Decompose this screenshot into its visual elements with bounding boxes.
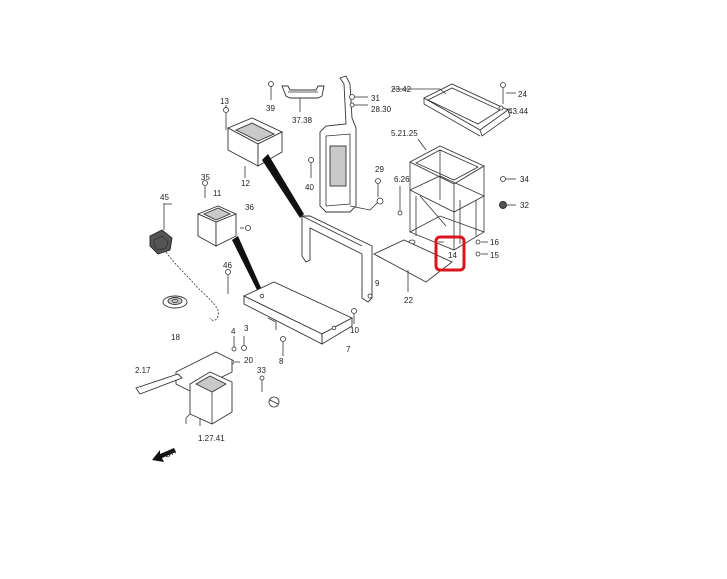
bolt-34 — [500, 176, 516, 182]
bolt-36 — [240, 225, 251, 231]
callout-24: 24 — [518, 90, 527, 99]
bolt-39 — [268, 81, 274, 100]
callout-3: 3 — [244, 324, 249, 333]
callout-43-44: 43.44 — [508, 107, 529, 116]
frame-5-21-25 — [409, 145, 485, 251]
callout-31: 31 — [371, 94, 380, 103]
bolt-13 — [223, 107, 229, 130]
direction-arrow-label: OH — [163, 446, 178, 459]
bolt-35 — [202, 180, 208, 198]
leader-lines — [164, 88, 516, 243]
bolt-29 — [375, 178, 381, 197]
callout-22: 22 — [404, 296, 413, 305]
bracket-37-38 — [281, 85, 325, 112]
bolt-46 — [225, 269, 231, 294]
callout-28-30: 28.30 — [371, 105, 392, 114]
callout-23-42: 23.42 — [391, 85, 412, 94]
callout-16: 16 — [490, 238, 499, 247]
box-11 — [196, 205, 238, 247]
bolt-15 — [475, 251, 488, 257]
callout-7: 7 — [346, 345, 351, 354]
direction-arrow-icon: OH — [152, 446, 178, 462]
callout-20: 20 — [244, 356, 253, 365]
bolt-16 — [475, 239, 488, 245]
callout-6-26: 6.26 — [394, 175, 410, 184]
board-7 — [242, 281, 354, 345]
callout-12: 12 — [241, 179, 250, 188]
callout-39: 39 — [266, 104, 275, 113]
callout-8: 8 — [279, 357, 284, 366]
callout-37-38: 37.38 — [292, 116, 313, 125]
bolt-28-30 — [349, 102, 368, 108]
callout-32: 32 — [520, 201, 529, 210]
callout-15: 15 — [490, 251, 499, 260]
bolt-6-26 — [397, 186, 403, 216]
plate-2-17 — [135, 373, 183, 395]
callout-18: 18 — [171, 333, 180, 342]
callout-35: 35 — [201, 173, 210, 182]
bolt-40 — [308, 157, 314, 178]
box-12 — [226, 117, 284, 178]
nut-32 — [499, 201, 516, 209]
callout-36: 36 — [245, 203, 254, 212]
cover-plate-23-42 — [423, 83, 511, 137]
callout-4: 4 — [231, 327, 236, 336]
callout-10: 10 — [350, 326, 359, 335]
bolt-8 — [280, 336, 286, 356]
callout-46: 46 — [223, 261, 232, 270]
bolt-31 — [349, 94, 368, 100]
mat-22 — [372, 239, 453, 292]
bolt-24 — [500, 82, 506, 104]
grommet-18 — [162, 295, 188, 309]
callout-14: 14 — [448, 251, 457, 260]
callout-labels: 13 39 37.38 31 28.30 23.42 24 43.44 5.21… — [135, 85, 529, 443]
callout-33: 33 — [257, 366, 266, 375]
callout-45: 45 — [160, 193, 169, 202]
bolt-3 — [241, 336, 247, 351]
bracket-9 — [301, 215, 373, 303]
bolt-4 — [231, 336, 237, 352]
callout-11: 11 — [213, 189, 222, 198]
callout-1-27-41: 1.27.41 — [198, 434, 225, 443]
callout-13: 13 — [220, 97, 229, 106]
housing-1-27-41 — [175, 351, 233, 426]
callout-5-21-25: 5.21.25 — [391, 129, 418, 138]
callout-2-17: 2.17 — [135, 366, 151, 375]
handle-frame — [319, 75, 384, 213]
bolt-43-44 — [498, 105, 504, 111]
highlight-box-14[interactable] — [434, 235, 466, 272]
assembly-arrows — [232, 154, 304, 292]
bolt-33 — [259, 375, 280, 408]
callout-9: 9 — [375, 279, 380, 288]
callout-40: 40 — [305, 183, 314, 192]
callout-29: 29 — [375, 165, 384, 174]
cable-45 — [149, 203, 219, 321]
callout-34: 34 — [520, 175, 529, 184]
bolt-10 — [351, 308, 357, 324]
